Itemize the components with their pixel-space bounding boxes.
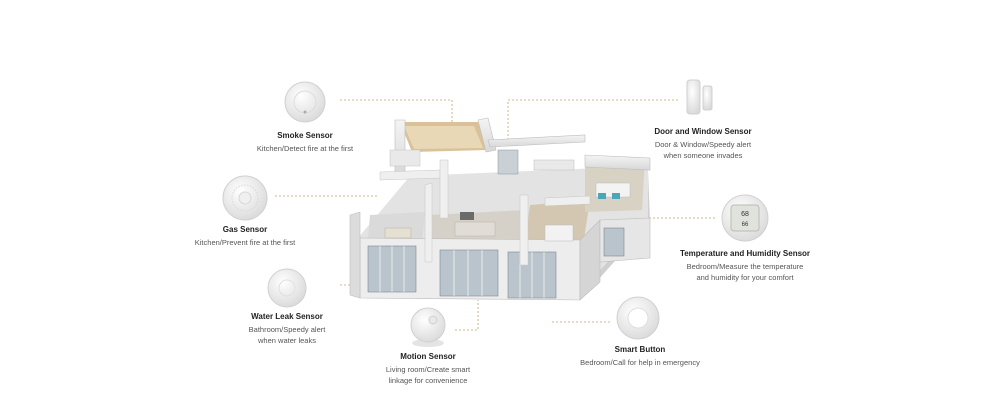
label-smoke-sensor: Smoke Sensor Kitchen/Detect fire at the …	[230, 130, 380, 154]
svg-text:66: 66	[742, 222, 749, 228]
motion-sensor-desc-1: Living room/Create smart	[385, 365, 471, 374]
gas-sensor-title: Gas Sensor	[222, 225, 268, 234]
svg-text:68: 68	[741, 211, 749, 218]
door-window-sensor-title: Door and Window Sensor	[654, 127, 752, 136]
temp-humidity-sensor-desc-1: Bedroom/Measure the temperature	[686, 262, 804, 271]
thermo-hygrometer-icon: 68 66	[721, 194, 769, 242]
label-gas-sensor: Gas Sensor Kitchen/Prevent fire at the f…	[170, 224, 320, 248]
door-window-sensor-desc-1: Door & Window/Speedy alert	[654, 140, 752, 149]
water-leak-sensor-desc-2: when water leaks	[258, 336, 316, 345]
gas-sensor-desc: Kitchen/Prevent fire at the first	[194, 238, 296, 247]
smoke-sensor-title: Smoke Sensor	[277, 131, 333, 140]
smoke-sensor-icon	[284, 81, 326, 123]
smoke-sensor-desc: Kitchen/Detect fire at the first	[256, 144, 354, 153]
motion-sensor-icon	[410, 307, 446, 347]
temp-humidity-sensor-title: Temperature and Humidity Sensor	[679, 249, 811, 258]
label-door-window-sensor: Door and Window Sensor Door & Window/Spe…	[623, 126, 783, 161]
smart-button-icon	[616, 296, 660, 340]
label-motion-sensor: Motion Sensor Living room/Create smart l…	[353, 351, 503, 386]
temp-humidity-sensor-desc-2: and humidity for your comfort	[696, 273, 794, 282]
furniture	[384, 149, 631, 242]
gas-sensor-icon	[222, 175, 268, 221]
interior-walls	[379, 159, 591, 266]
door-window-sensor-desc-2: when someone invades	[663, 151, 743, 160]
leader-line-smoke	[340, 99, 453, 125]
smart-button-desc: Bedroom/Call for help in emergency	[580, 358, 700, 367]
smart-button-title: Smart Button	[614, 345, 666, 354]
door-window-sensor-icon	[686, 79, 713, 115]
label-water-leak-sensor: Water Leak Sensor Bathroom/Speedy alert …	[212, 311, 362, 346]
water-leak-sensor-icon	[267, 268, 307, 308]
motion-sensor-desc-2: linkage for convenience	[388, 376, 468, 385]
water-leak-sensor-title: Water Leak Sensor	[251, 312, 323, 321]
label-smart-button: Smart Button Bedroom/Call for help in em…	[560, 344, 720, 368]
label-temp-humidity-sensor: Temperature and Humidity Sensor Bedroom/…	[660, 248, 830, 283]
water-leak-sensor-desc-1: Bathroom/Speedy alert	[248, 325, 326, 334]
motion-sensor-title: Motion Sensor	[400, 352, 456, 361]
leader-line-motion	[455, 300, 479, 331]
leader-line-door	[507, 99, 678, 140]
